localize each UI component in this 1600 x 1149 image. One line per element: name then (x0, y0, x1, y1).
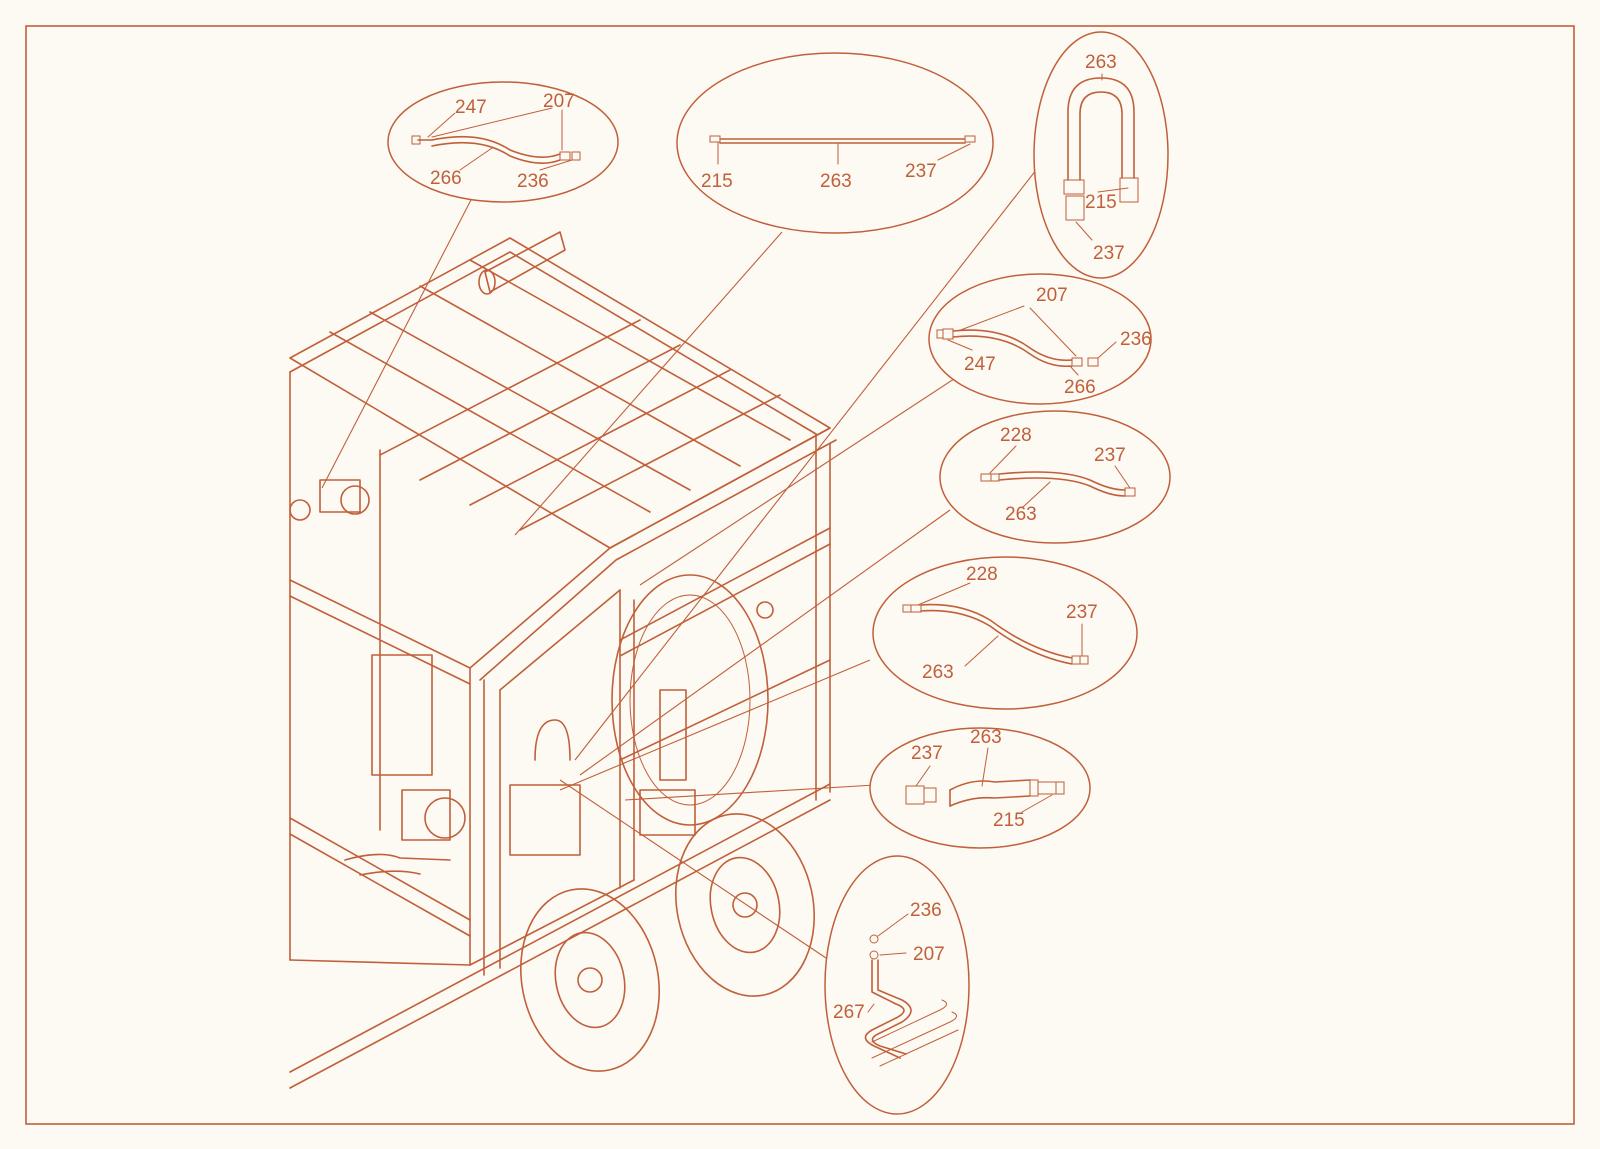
callout-d8-207: 207 (913, 944, 945, 965)
detail-bubble-6: 228 237 263 (872, 556, 1138, 710)
callout-d1-247: 247 (455, 97, 487, 118)
callout-d6-237: 237 (1066, 602, 1098, 623)
detail-bubble-2: 215 263 237 (676, 52, 994, 234)
rear-wheel (674, 813, 816, 997)
detail-bubble-7: 237 263 215 (869, 727, 1091, 849)
detail-bubble-4: 207 247 236 266 (928, 273, 1152, 405)
callout-d3-237: 237 (1093, 243, 1125, 264)
callout-d6-228: 228 (966, 564, 998, 585)
callout-d5-237: 237 (1094, 445, 1126, 466)
callout-d4-266: 266 (1064, 377, 1096, 398)
callout-d4-236: 236 (1120, 329, 1152, 350)
detail-bubble-1: 247 207 266 236 (387, 81, 619, 203)
leader-lines (321, 164, 1041, 963)
front-wheel (519, 888, 661, 1072)
callout-d8-236: 236 (910, 900, 942, 921)
callout-d4-207: 207 (1036, 285, 1068, 306)
callout-d4-247: 247 (964, 354, 996, 375)
callout-d3-263: 263 (1085, 52, 1117, 73)
detail-bubble-3: 263 215 237 (1033, 31, 1169, 279)
detail-bubble-8: 236 207 267 (824, 855, 970, 1115)
callout-d8-267: 267 (833, 1002, 865, 1023)
callout-d2-263: 263 (820, 171, 852, 192)
callout-d2-215: 215 (701, 171, 733, 192)
callout-d2-237: 237 (905, 161, 937, 182)
callout-d1-236: 236 (517, 171, 549, 192)
callout-d3-215: 215 (1085, 192, 1117, 213)
callout-d7-263: 263 (970, 727, 1002, 748)
page-border (25, 25, 1575, 1125)
detail-bubble-5: 228 237 263 (939, 410, 1171, 544)
callout-d7-215: 215 (993, 810, 1025, 831)
callout-d1-207: 207 (543, 91, 575, 112)
callout-d5-263: 263 (1005, 504, 1037, 525)
callout-d7-237: 237 (911, 743, 943, 764)
callout-d5-228: 228 (1000, 425, 1032, 446)
callout-d6-263: 263 (922, 662, 954, 683)
callout-d1-266: 266 (430, 168, 462, 189)
trailer-frame (289, 231, 837, 1089)
